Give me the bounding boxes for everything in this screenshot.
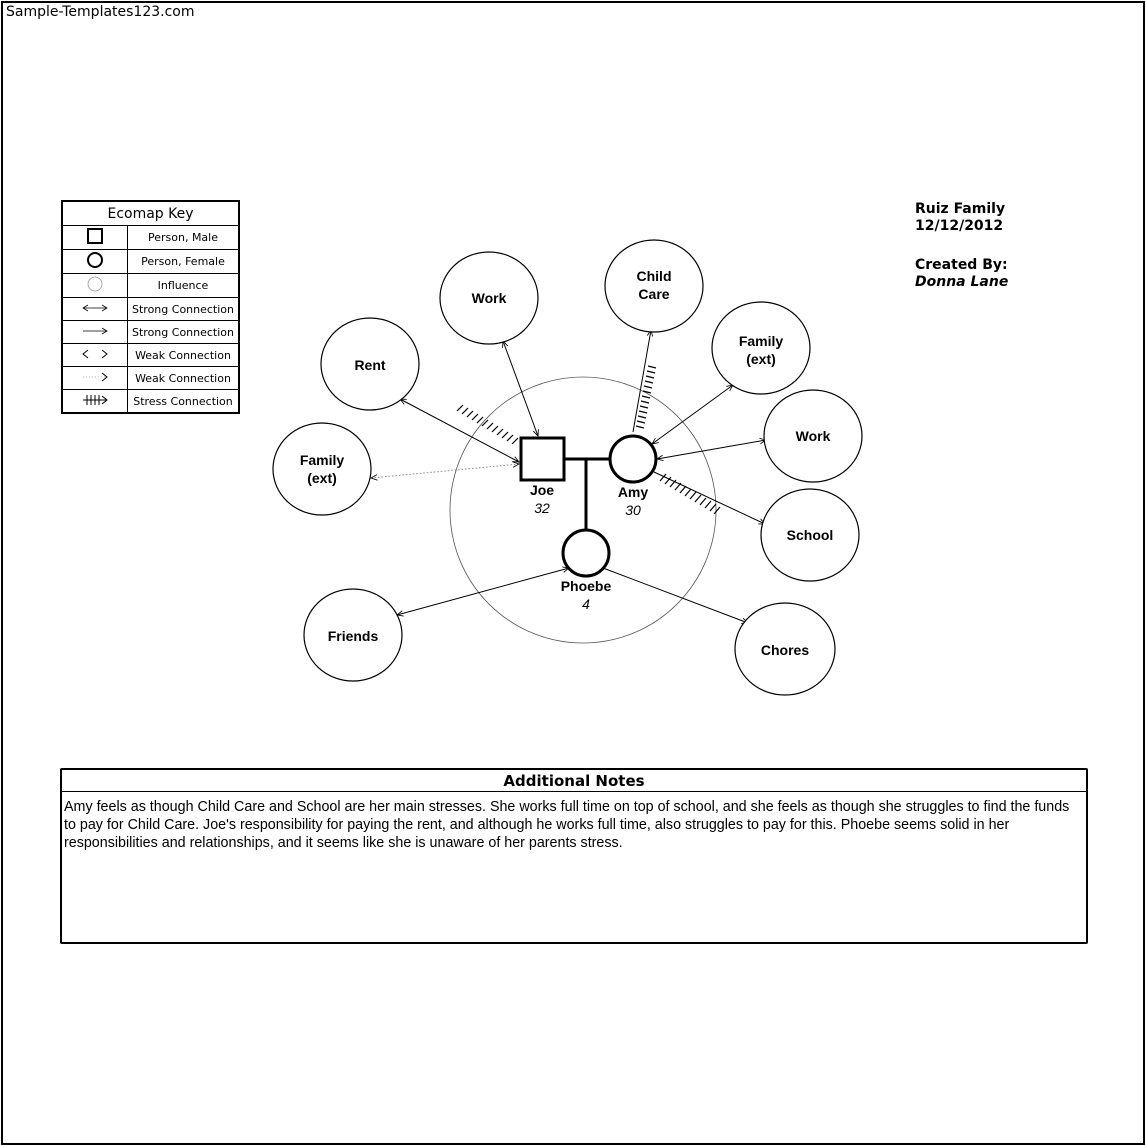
node-friends: [303, 588, 403, 682]
notes-title: Additional Notes: [62, 770, 1086, 792]
connection-joe-work: [503, 341, 538, 436]
node-label-child-care-2: Care: [638, 286, 669, 302]
node-school: [760, 488, 860, 582]
notes-body: Amy feels as though Child Care and Schoo…: [64, 799, 1070, 851]
connection-amy-family-ext: [652, 385, 733, 444]
created-by-label: Created By:: [915, 257, 1008, 273]
additional-notes: Additional Notes Amy feels as though Chi…: [60, 768, 1088, 944]
weak-single-arrow-icon: [61, 366, 128, 390]
influence-circle: [449, 376, 717, 644]
connection-joe-rent: [400, 399, 519, 462]
connection-amy-school: [653, 471, 765, 525]
node-label-family-ext-amy-1: Family: [739, 333, 784, 349]
node-label-rent: Rent: [354, 357, 385, 373]
joe-square: [519, 436, 566, 482]
family-name: Ruiz Family: [915, 201, 1006, 217]
node-label-work-joe: Work: [472, 290, 507, 306]
ecomap-key: Ecomap Key Person, Male Person, Female I…: [61, 200, 240, 414]
node-work-amy: [763, 389, 863, 483]
phoebe-name: Phoebe: [561, 578, 612, 594]
node-child-care: [604, 239, 704, 333]
node-label-family-ext-joe-2: (ext): [307, 470, 337, 486]
node-rent: [320, 317, 420, 411]
node-label-friends: Friends: [328, 628, 379, 644]
connection-amy-work: [657, 440, 766, 459]
key-label: Weak Connection: [127, 343, 240, 367]
key-label: Stress Connection: [127, 389, 240, 414]
light-circle-icon: [61, 273, 128, 298]
family-info: Ruiz Family 12/12/2012 Created By: Donna…: [915, 201, 1008, 291]
key-label: Person, Female: [127, 249, 240, 274]
phoebe-circle: [561, 528, 611, 578]
stress-hatch-joe-rent: [456, 404, 519, 445]
author-name: Donna Lane: [915, 274, 1009, 290]
joe-age: 32: [534, 500, 550, 516]
node-family-ext-joe: [272, 422, 372, 516]
key-label: Weak Connection: [127, 366, 240, 390]
amy-name: Amy: [618, 484, 649, 500]
node-chores: [734, 602, 836, 696]
watermark: Sample-Templates123.com: [6, 4, 195, 20]
connection-phoebe-chores: [602, 567, 748, 623]
key-label: Strong Connection: [127, 297, 240, 321]
node-label-work-amy: Work: [796, 428, 831, 444]
node-label-family-ext-amy-2: (ext): [746, 351, 776, 367]
stress-hatch-amy-school: [659, 473, 721, 515]
node-work-joe: [439, 251, 539, 345]
weak-double-arrow-icon: [61, 343, 128, 367]
joe-name: Joe: [530, 482, 554, 498]
connection-amy-child-care: [632, 330, 651, 433]
node-label-child-care-1: Child: [637, 268, 672, 284]
connection-phoebe-friends: [397, 568, 569, 615]
key-label: Person, Male: [127, 225, 240, 250]
stress-arrow-icon: [61, 389, 128, 414]
phoebe-age: 4: [582, 596, 590, 612]
diagram-date: 12/12/2012: [915, 218, 1004, 234]
node-label-chores: Chores: [761, 642, 809, 658]
ecomap-diagram: Joe 32 Amy 30 Phoebe 4 Work Child Care F…: [272, 239, 863, 696]
node-label-school: School: [787, 527, 834, 543]
key-label: Influence: [127, 273, 240, 298]
node-label-family-ext-joe-1: Family: [300, 452, 345, 468]
node-family-ext-amy: [711, 301, 811, 395]
key-label: Strong Connection: [127, 320, 240, 344]
amy-circle: [608, 434, 658, 484]
connection-joe-family-ext: [371, 464, 519, 478]
amy-age: 30: [625, 502, 641, 518]
stress-hatch-amy-child-care: [635, 365, 657, 429]
